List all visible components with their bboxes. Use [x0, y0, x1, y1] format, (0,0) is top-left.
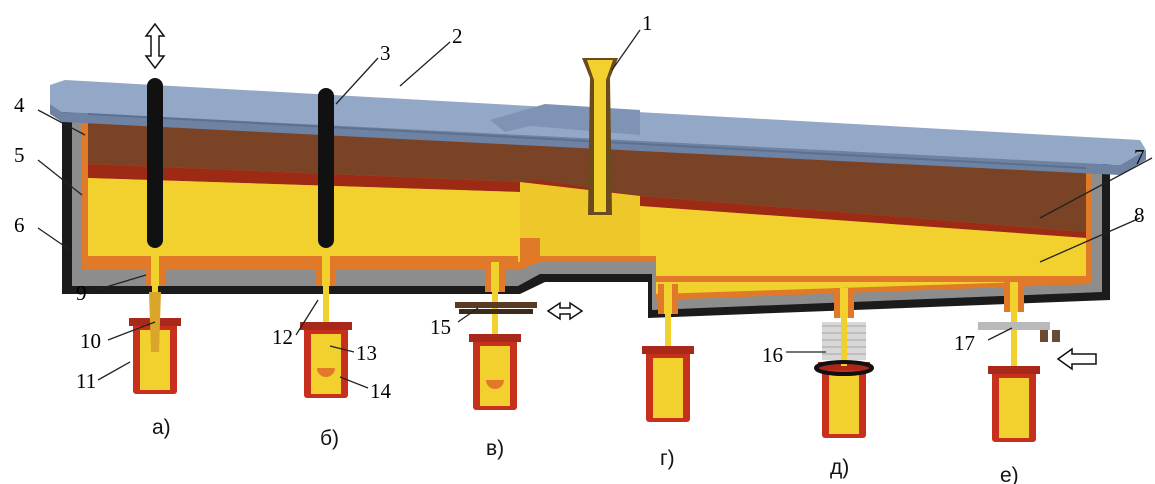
metal-stream-5 — [1011, 308, 1017, 400]
nozzle-bore-3 — [664, 284, 672, 314]
arrow-left-icon — [1056, 347, 1097, 371]
mould-rim-2 — [469, 334, 521, 342]
mould-metal-1 — [311, 334, 341, 394]
variant-label-v: в) — [486, 437, 504, 460]
slide-gate-plate-1 — [455, 302, 537, 308]
variant-labels: а) б) в) г) д) е) — [152, 416, 1019, 484]
callout-2: 2 — [452, 24, 463, 48]
mould-rim-1 — [300, 322, 352, 330]
meniscus-drop-1 — [317, 368, 335, 377]
variant-label-a: а) — [152, 416, 171, 439]
callout-15: 15 — [430, 315, 451, 339]
meniscus-drop-2 — [486, 380, 504, 389]
slag-band — [88, 164, 1086, 238]
callout-1: 1 — [642, 11, 653, 35]
variant-label-e: е) — [1000, 464, 1019, 484]
variant-label-b: б) — [320, 427, 339, 450]
gate-lug-2 — [1052, 330, 1060, 342]
shroud-inner — [587, 60, 613, 212]
callout-11: 11 — [76, 369, 96, 393]
callout-3: 3 — [380, 41, 391, 65]
callout-6: 6 — [14, 213, 25, 237]
bottom-rim-right — [656, 276, 1086, 282]
callout-7: 7 — [1134, 145, 1145, 169]
callout-8: 8 — [1134, 203, 1145, 227]
slag-layer — [88, 116, 1086, 232]
mould-metal-4 — [829, 374, 859, 434]
leader-lines — [37, 29, 1153, 389]
callout-14: 14 — [370, 379, 392, 403]
callout-12: 12 — [272, 325, 293, 349]
callout-16: 16 — [762, 343, 783, 367]
variant-label-g: г) — [660, 447, 675, 470]
mould-rim-5 — [988, 366, 1040, 374]
gate-plate — [978, 322, 1050, 330]
mould-metal-2 — [480, 346, 510, 406]
shroud-seal — [814, 360, 874, 376]
variant-label-d: д) — [830, 456, 849, 479]
callout-10: 10 — [80, 329, 101, 353]
metal-stream-3 — [665, 310, 671, 380]
metal-stream-1 — [323, 282, 329, 356]
stopper-rods — [147, 78, 334, 248]
gate-lug-1 — [1040, 330, 1048, 342]
mould-metal-5 — [999, 378, 1029, 438]
step-block — [520, 238, 540, 264]
nozzle-bore-2 — [491, 262, 499, 292]
cover-ridge — [87, 113, 1087, 169]
bottom-rim-left — [88, 256, 518, 262]
ladle-shroud — [582, 58, 618, 215]
mould-metal-3 — [653, 358, 683, 418]
callout-4: 4 — [14, 93, 25, 117]
slide-gate-plate-2 — [459, 309, 533, 314]
callout-13: 13 — [356, 341, 377, 365]
callout-17: 17 — [954, 331, 975, 355]
shroud-stream — [841, 322, 847, 366]
nozzle-bore-5 — [1010, 282, 1018, 312]
double-arrow-vertical-icon — [144, 22, 166, 70]
callout-5: 5 — [14, 143, 25, 167]
nozzle-bore-0 — [151, 256, 159, 286]
callout-numbers: 1 2 3 4 5 6 7 8 9 10 11 12 13 14 15 16 1… — [14, 11, 1145, 403]
stopper-rod-b — [318, 88, 334, 248]
nozzle-bore-1 — [322, 256, 330, 286]
stopper-rod-a — [147, 78, 163, 248]
mould-rim-3 — [642, 346, 694, 354]
nozzles — [129, 256, 1060, 442]
callout-9: 9 — [76, 281, 87, 305]
double-arrow-horizontal-icon — [546, 301, 584, 321]
metal-stream-2 — [492, 288, 498, 368]
nozzle-bore-4 — [840, 288, 848, 318]
